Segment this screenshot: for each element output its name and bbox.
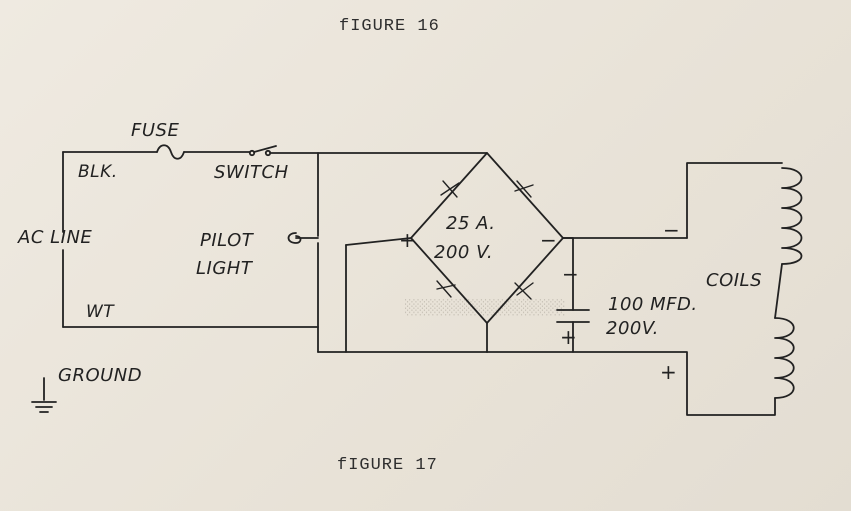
- bridge-voltage-label: 200 V.: [434, 242, 494, 263]
- bridge-plus-label: +: [399, 228, 417, 252]
- switch-contact-left: [248, 149, 256, 157]
- fuse-symbol: [156, 144, 185, 160]
- switch-label: SWITCH: [214, 162, 289, 183]
- ground-label: GROUND: [58, 365, 143, 386]
- bridge-current-label: 25 A.: [446, 213, 496, 234]
- light-label: LIGHT: [196, 258, 253, 279]
- coil-minus-label: −: [663, 218, 681, 242]
- coil-2: [774, 317, 795, 399]
- coil-link: [774, 263, 783, 319]
- diode-2: [514, 180, 534, 198]
- diode-4: [514, 282, 534, 300]
- cap-voltage-label: 200V.: [606, 318, 659, 339]
- diode-3: [436, 280, 456, 298]
- bridge-left-lead: [345, 237, 412, 246]
- coil-bottom-lead: [572, 351, 776, 416]
- coils-label: COILS: [706, 270, 762, 291]
- bleed-through-text: ░░░░░░░░░░░░░░░░░░░: [405, 300, 566, 316]
- coil-plus-label: +: [660, 360, 678, 384]
- pilot-label: PILOT: [200, 230, 254, 251]
- ac-line-label: AC LINE: [18, 227, 93, 248]
- coil-top-lead: [686, 162, 783, 239]
- ground-symbol: [31, 401, 57, 413]
- wt-label: WT: [86, 302, 115, 322]
- coil-1: [781, 167, 803, 265]
- diode-1: [440, 180, 460, 198]
- fuse-label: FUSE: [131, 120, 180, 141]
- cap-minus-label: −: [562, 262, 580, 286]
- cap-plus-label: +: [560, 325, 578, 349]
- blk-label: BLK.: [78, 162, 118, 182]
- cap-value-label: 100 MFD.: [608, 294, 698, 315]
- figure-16-caption: fIGURE 16: [339, 17, 440, 36]
- cap-lead-top: [562, 237, 574, 311]
- figure-17-caption: fIGURE 17: [337, 456, 438, 475]
- switch-blade: [253, 145, 277, 153]
- bridge-minus-label: −: [540, 228, 558, 252]
- pilot-light-bulb: [287, 232, 302, 244]
